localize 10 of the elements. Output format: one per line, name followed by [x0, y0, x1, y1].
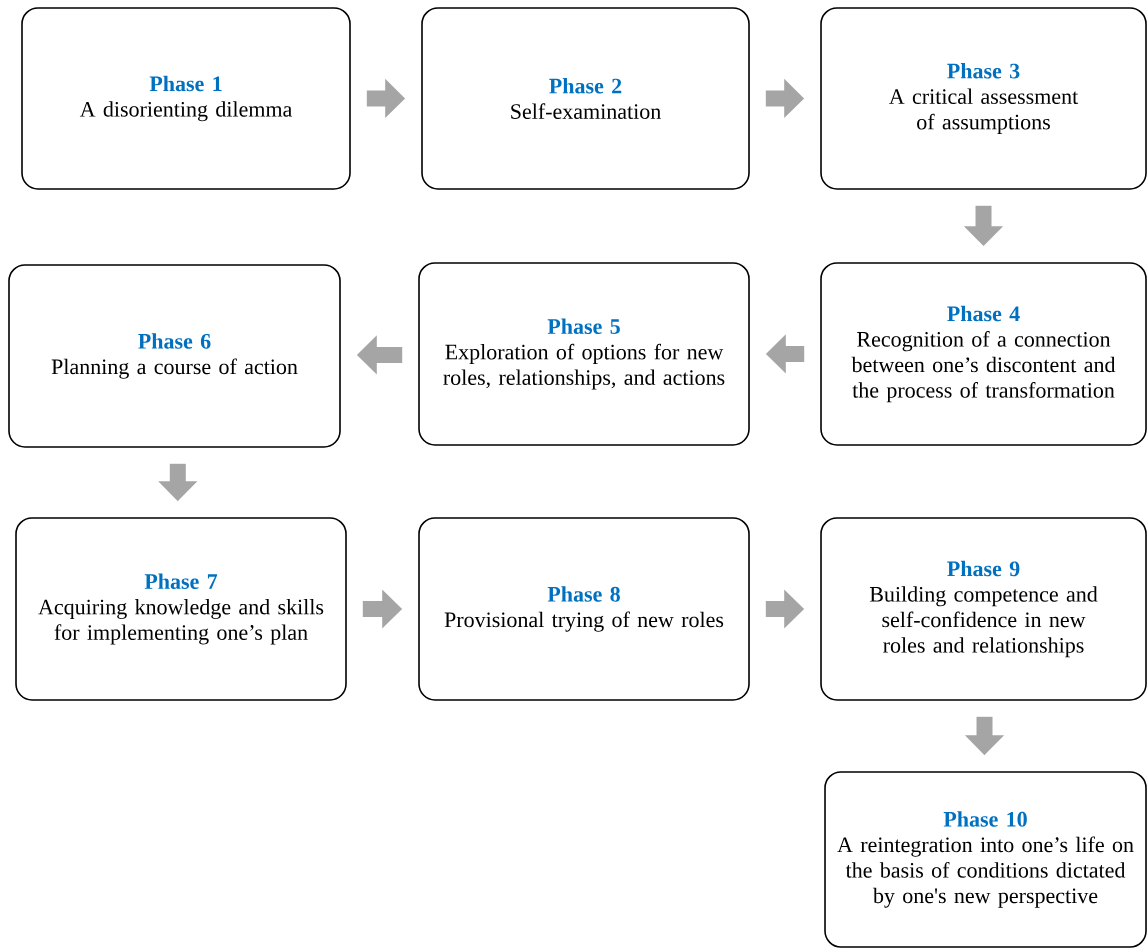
phase-box: Phase 2 Self-examination [421, 7, 750, 190]
phase-box: Phase 1 A disorienting dilemma [21, 7, 351, 190]
phase-box: Phase 10 A reintegration into one’s life on the basis of conditions dictated by one's new perspective [824, 771, 1147, 948]
phase-box: Phase 4 Recognition of a connection between one’s discontent and the process of transformation [820, 262, 1147, 446]
phase-box: Phase 3 A critical assessment of assumptions [820, 7, 1147, 190]
phase-box: Phase 9 Building competence and self-confidence in new roles and relationships [820, 517, 1147, 701]
phase-box: Phase 5 Exploration of options for new roles, relationships, and actions [418, 262, 750, 446]
phase-box: Phase 8 Provisional trying of new roles [418, 517, 750, 701]
phase-box: Phase 6 Planning a course of action [8, 264, 341, 448]
phase-box: Phase 7 Acquiring knowledge and skills for implementing one’s plan [15, 517, 347, 701]
